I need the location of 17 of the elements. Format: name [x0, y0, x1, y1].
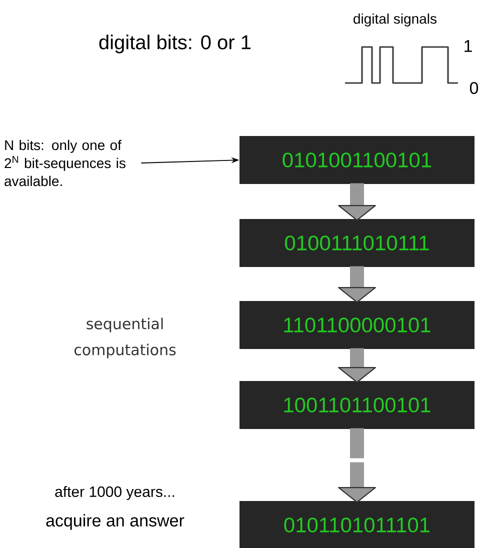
caption: digital signals	[354, 13, 436, 27]
note: acquire an answer	[46, 514, 184, 530]
note: after 1000 years...	[55, 486, 174, 500]
description-text: N bits: only one of 2$^{N}$ bit-sequences is available.	[4, 140, 126, 186]
side-label: sequential computations	[74, 318, 176, 358]
bit-sequence-box: 1101100000101	[240, 301, 474, 349]
heading: digital bits: 0 or 1	[99, 34, 250, 54]
bit-sequence-box: 0100111010111	[240, 219, 474, 267]
block-arrow	[338, 428, 376, 503]
block-arrow	[338, 266, 376, 303]
block-arrow	[338, 348, 376, 383]
bit-sequence-box: 0101101011101	[240, 501, 474, 548]
level-label: 0	[470, 82, 478, 94]
bit-sequence-box: 0101001100101	[240, 136, 474, 184]
level-label: 1	[464, 40, 472, 52]
block-arrow	[338, 183, 376, 221]
bit-sequence-box: 1001101100101	[240, 381, 474, 429]
